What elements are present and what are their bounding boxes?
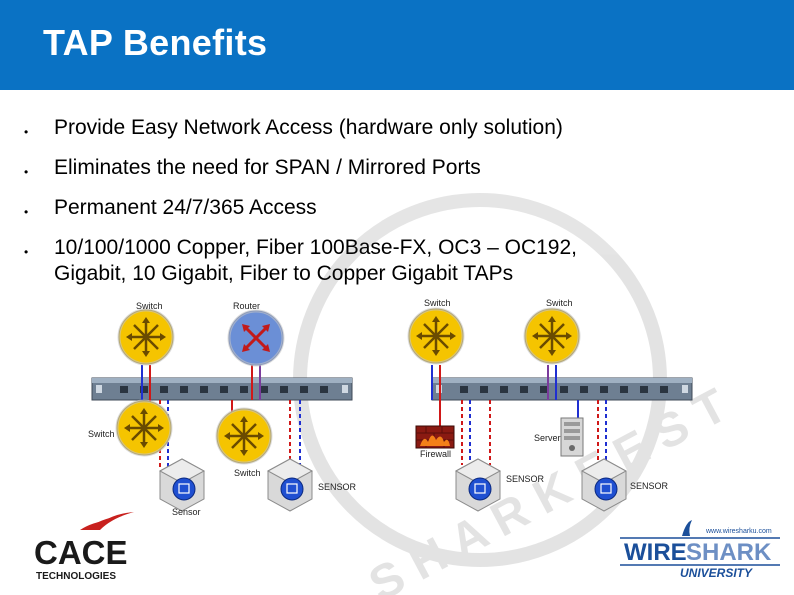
wireshark-wordmark-wire: WIRE: [624, 539, 687, 566]
bullet-text: Eliminates the need for SPAN / Mirrored …: [54, 156, 481, 179]
bullet-text: 10/100/1000 Copper, Fiber 100Base-FX, OC…: [54, 236, 577, 259]
bullet-marker: •: [24, 205, 29, 219]
sensor-icon: [159, 458, 205, 512]
title-bar: TAP Benefits: [0, 0, 794, 90]
switch-icon: [115, 399, 173, 457]
wireshark-university-logo: www.wiresharku.com WIRE SHARK UNIVERSITY: [620, 520, 780, 580]
label-sensor: SENSOR: [318, 482, 357, 492]
bullet-marker: •: [24, 125, 29, 139]
bullet-marker: •: [24, 165, 29, 179]
sensor-icon: [267, 458, 313, 512]
label-switch: Switch: [424, 298, 451, 308]
switch-icon: [117, 308, 175, 366]
label-switch: Switch: [546, 298, 573, 308]
bullet-text: Permanent 24/7/365 Access: [54, 196, 317, 219]
cace-wordmark: CACE: [34, 534, 128, 571]
wireshark-university-label: UNIVERSITY: [680, 566, 753, 580]
label-router: Router: [233, 301, 260, 311]
firewall-icon: [415, 425, 455, 449]
label-firewall: Firewall: [420, 449, 451, 459]
wireshark-wordmark-shark: SHARK: [686, 539, 772, 566]
label-sensor: SENSOR: [506, 474, 545, 484]
label-server: Server: [534, 433, 561, 443]
router-icon: [227, 309, 285, 367]
shark-fin-icon: [682, 520, 692, 536]
slide-title: TAP Benefits: [43, 22, 268, 63]
server-icon: [560, 417, 584, 457]
wireshark-url: www.wiresharku.com: [705, 528, 772, 535]
switch-icon: [523, 307, 581, 365]
bullet-text: Provide Easy Network Access (hardware on…: [54, 116, 563, 139]
switch-icon: [215, 407, 273, 465]
bullet-text: Gigabit, 10 Gigabit, Fiber to Copper Gig…: [54, 262, 514, 285]
label-sensor: SENSOR: [630, 481, 669, 491]
switch-icon: [407, 307, 465, 365]
cace-technologies-logo: CACE TECHNOLOGIES: [34, 512, 134, 582]
label-switch: Switch: [136, 301, 163, 311]
label-switch: Switch: [88, 429, 115, 439]
label-sensor: Sensor: [172, 507, 201, 517]
label-switch: Switch: [234, 468, 261, 478]
bullet-marker: •: [24, 245, 29, 259]
cables-right: [431, 365, 607, 465]
cace-subtitle: TECHNOLOGIES: [36, 571, 116, 582]
